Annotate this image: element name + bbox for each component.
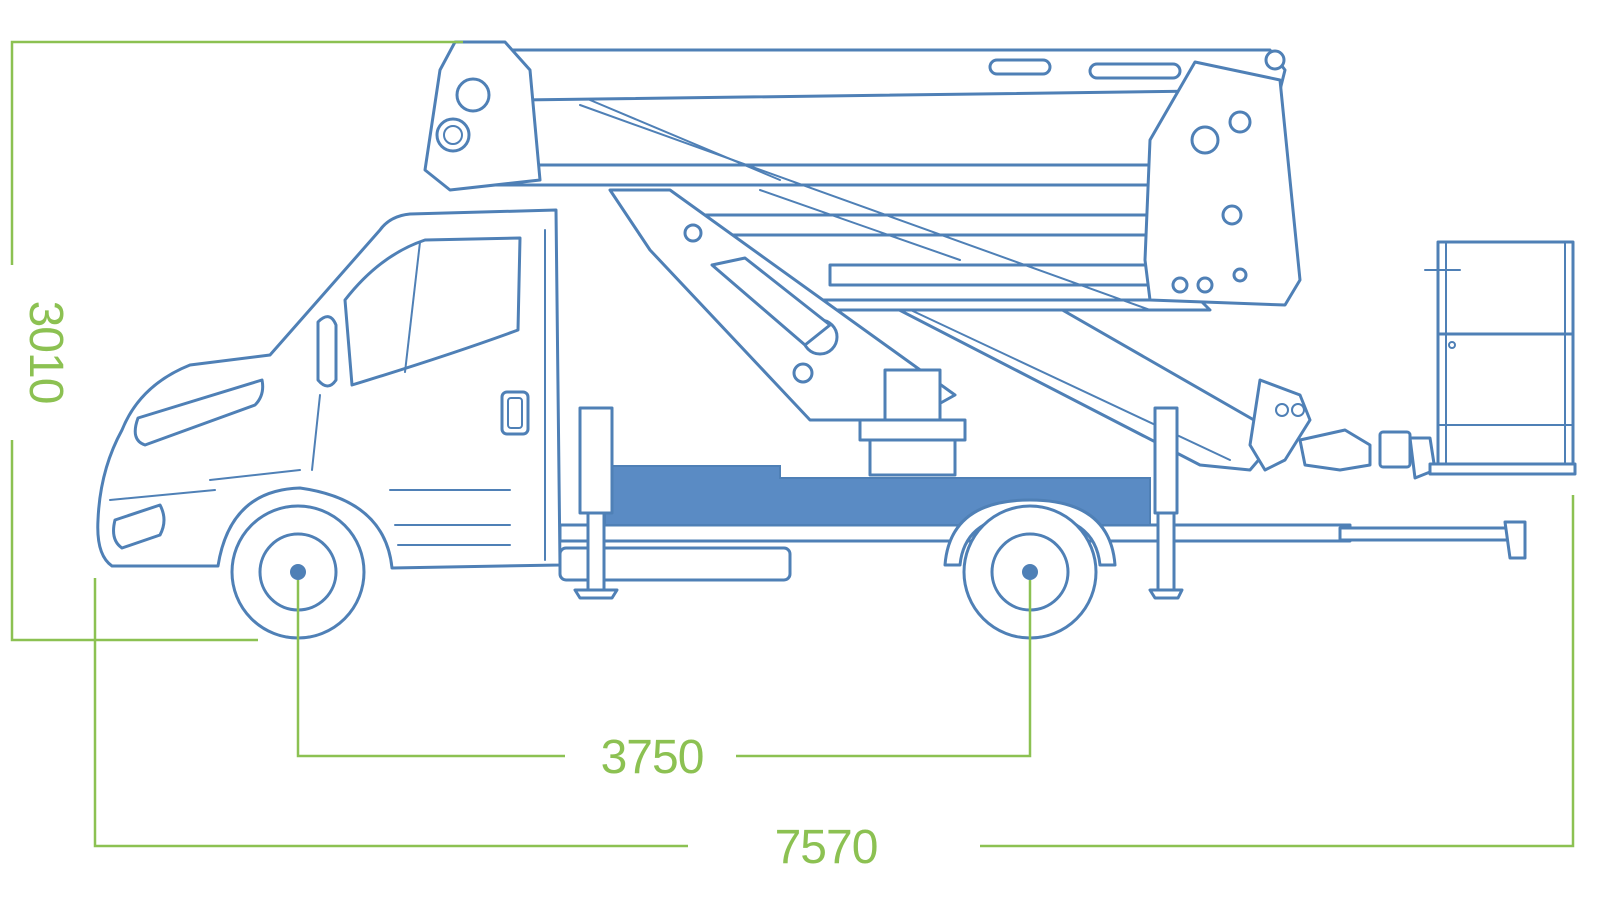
outrigger-front (573, 406, 619, 600)
truck-mounted-aerial-platform-icon (96, 40, 1577, 640)
wheelbase-dimension-label: 3750 (601, 731, 704, 784)
overall-length-dimension-label: 7570 (775, 821, 878, 874)
wheelbase-dimension: 3750 (296, 580, 1032, 784)
basket-jib (1248, 378, 1437, 480)
boom-head-rear (1143, 49, 1302, 307)
cab (96, 208, 562, 570)
overall-length-dimension: 7570 (93, 495, 1575, 874)
height-dimension-label: 3010 (19, 301, 72, 404)
lifting-arm (608, 188, 957, 422)
upper-boom (463, 48, 1287, 312)
boom-head-front (423, 40, 542, 192)
outrigger-rear (1148, 406, 1184, 600)
basket (1424, 240, 1577, 476)
height-dimension: 3010 (10, 40, 463, 642)
rear-wheel (943, 498, 1117, 640)
turret (858, 368, 967, 477)
